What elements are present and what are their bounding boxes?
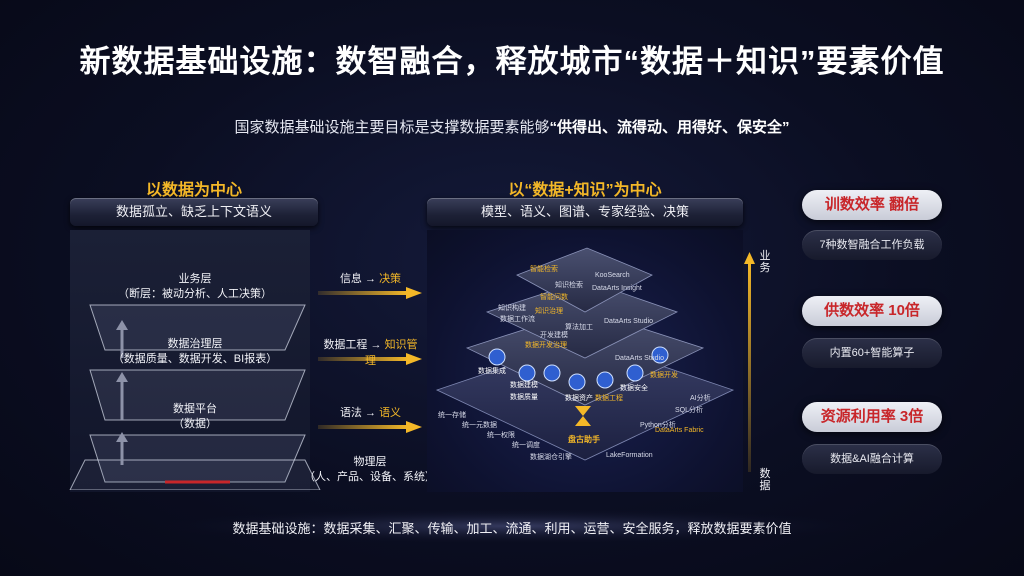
governance-layer-plane	[89, 369, 306, 421]
transition-arrow-1	[318, 287, 422, 299]
page-title: 新数据基础设施：数智融合，释放城市“数据＋知识”要素价值	[79, 44, 945, 79]
up-arrow-head-3	[116, 320, 128, 330]
subtitle-highlight: “供得出、流得动、用得好、保安全”	[549, 119, 790, 136]
lower-label-9: DataArts Studio	[615, 355, 665, 362]
base-label-5: 数据湖仓引擎	[530, 454, 572, 461]
platform-layer-plane	[89, 434, 306, 483]
arrow-label-3: 语法 → 语义	[339, 407, 402, 419]
transition-arrow-2	[318, 353, 422, 365]
mid-label-1: 知识构建	[498, 305, 526, 312]
axis-shaft	[748, 262, 751, 472]
bottom-glow-platform	[152, 508, 872, 544]
mid-label-2: 知识治理	[535, 308, 563, 315]
business-layer-plane	[89, 304, 306, 351]
node-quality-icon	[543, 364, 561, 382]
node-engineering-icon	[596, 371, 614, 389]
left-layer-diagram	[69, 304, 321, 490]
physical-layer-plane	[69, 459, 321, 490]
business-layer-label: 业务层（断层：被动分析、人工决策）	[118, 273, 272, 300]
resource-utilization-pill: 资源利用率 3倍	[802, 402, 942, 432]
top-label-2: KooSearch	[595, 272, 630, 279]
node-integration-icon	[488, 348, 506, 366]
axis-top-label: 业务	[759, 250, 771, 274]
subtitle-prefix: 国家数据基础设施主要目标是支撑数据要素能够	[234, 119, 550, 136]
node-development-icon	[651, 346, 669, 364]
base-label-11: 盘古助手	[568, 435, 600, 444]
top-label-3: 知识检索	[555, 282, 583, 289]
top-label-1: 智能检索	[530, 266, 558, 273]
base-label-9: SQL分析	[675, 407, 704, 414]
training-efficiency-detail: 7种数智融合工作负载	[802, 230, 942, 260]
middle-header-bar: 模型、语义、图谱、专家经验、决策	[427, 198, 743, 226]
supply-efficiency-detail: 内置60+智能算子	[802, 338, 942, 368]
training-efficiency-pill: 训数效率 翻倍	[802, 190, 942, 220]
node-modeling-icon	[518, 364, 536, 382]
supply-efficiency-pill: 供数效率 10倍	[802, 296, 942, 326]
base-label-10: Python分析	[640, 422, 676, 429]
base-label-3: 统一权限	[487, 432, 515, 439]
lower-label-2: 数据集成	[478, 368, 506, 375]
top-layer-plate	[516, 247, 653, 313]
base-label-2: 统一元数据	[462, 422, 497, 429]
axis-arrow-head	[744, 252, 755, 264]
base-label-6: LakeFormation	[606, 452, 653, 459]
lower-label-8: 数据开发	[650, 372, 678, 379]
lower-label-4: 数据质量	[510, 394, 538, 401]
top-label-5: 智能问数	[540, 294, 568, 301]
lower-label-5: 数据资产	[565, 395, 593, 402]
base-label-1: 统一存储	[438, 412, 466, 419]
up-arrow-head-2	[116, 372, 128, 382]
platform-layer-label: 数据平台（数据）	[173, 403, 217, 430]
base-label-8: AI分析	[690, 395, 711, 402]
middle-heading: 以“数据+知识”为中心	[508, 182, 662, 199]
transition-arrow-3	[318, 421, 422, 433]
node-security-icon	[626, 364, 644, 382]
up-arrow-head-1	[116, 432, 128, 442]
pyramid-diagram	[435, 247, 735, 461]
pangu-assistant-icon	[575, 406, 591, 426]
resource-utilization-detail: 数据&AI融合计算	[802, 444, 942, 474]
axis-bottom-label: 数据	[759, 468, 771, 492]
base-label-7: DataArts Fabric	[655, 427, 704, 434]
left-heading: 以数据为中心	[145, 182, 242, 199]
arrow-label-1: 信息 → 决策	[339, 273, 402, 285]
top-label-4: DataArts Insight	[592, 285, 642, 292]
governance-layer-label: 数据治理层（数据质量、数据开发、BI报表）	[112, 338, 278, 365]
lower-label-3: 数据建模	[510, 382, 538, 389]
business-data-axis	[744, 252, 755, 472]
mid-label-5: 算法加工	[565, 324, 593, 331]
mid-label-3: 数据工作流	[500, 316, 535, 323]
physical-layer-label: 物理层（人、产品、设备、系统）	[304, 456, 436, 483]
lower-label-7: 数据工程	[595, 395, 623, 402]
lower-label-6: 数据安全	[620, 385, 648, 392]
base-label-4: 统一调度	[512, 442, 540, 449]
mid-label-6: 开发建模	[540, 332, 568, 339]
node-assets-icon	[568, 373, 586, 391]
lower-label-1: 数据开发治理	[525, 342, 567, 349]
left-header-bar: 数据孤立、缺乏上下文语义	[70, 198, 318, 226]
mid-label-4: DataArts Studio	[604, 318, 654, 325]
page-subtitle: 国家数据基础设施主要目标是支撑数据要素能够“供得出、流得动、用得好、保安全”	[0, 116, 1024, 137]
bottom-summary: 数据基础设施：数据采集、汇聚、传输、加工、流通、利用、运营、安全服务，释放数据要…	[232, 521, 792, 536]
left-panel	[70, 230, 310, 492]
